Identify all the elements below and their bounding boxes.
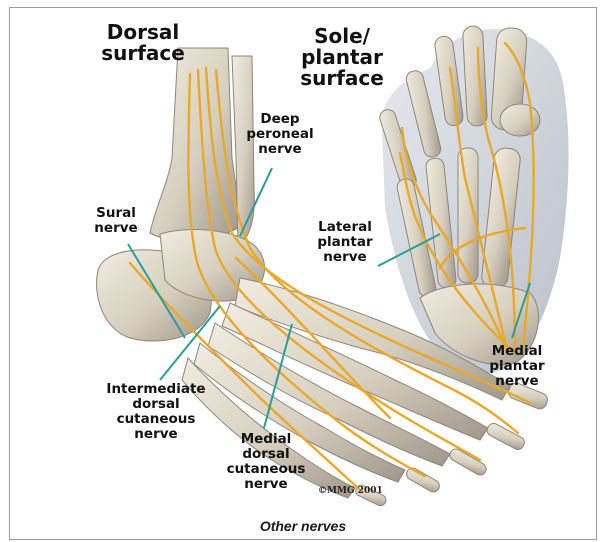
label-medial-plantar-nerve: Medial plantar nerve (482, 344, 552, 389)
copyright-mark: ©MMG 2001 (318, 486, 383, 496)
label-sural-nerve: Sural nerve (86, 206, 146, 236)
label-medial-dorsal-cutaneous-nerve: Medial dorsal cutaneous nerve (218, 432, 314, 491)
plantar-foot (378, 26, 569, 373)
label-deep-peroneal-nerve: Deep peroneal nerve (240, 112, 320, 157)
figure-caption: Other nerves (10, 518, 596, 534)
label-intermediate-dorsal-cutaneous-nerve: Intermediate dorsal cutaneous nerve (96, 382, 216, 441)
label-lateral-plantar-nerve: Lateral plantar nerve (310, 220, 380, 265)
figure-frame: Dorsal surface Sole/ plantar surface Dee… (9, 7, 597, 540)
dorsal-surface-heading: Dorsal surface (88, 22, 198, 64)
plantar-surface-heading: Sole/ plantar surface (292, 26, 392, 89)
